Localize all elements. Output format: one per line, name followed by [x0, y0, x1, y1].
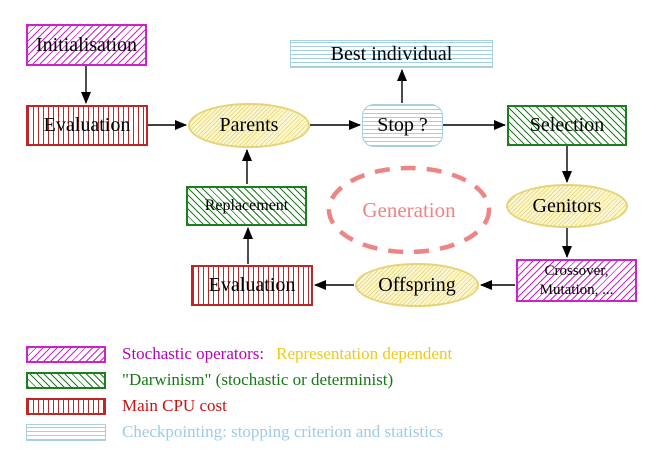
legend-label-cpu-cost: Main CPU cost [122, 396, 227, 415]
generation-dashed-ellipse [326, 165, 492, 255]
green-hatch-swatch-icon [26, 372, 106, 389]
legend-label-stochastic: Stochastic operators: [122, 344, 265, 363]
crossover-line1: Crossover, [544, 262, 609, 279]
evaluation-top-node: Evaluation [26, 105, 148, 146]
genitors-node: Genitors [506, 184, 628, 228]
magenta-hatch-swatch-icon [26, 346, 106, 363]
best-individual-node: Best individual [290, 40, 493, 68]
evaluation-bottom-node: Evaluation [191, 265, 313, 306]
legend-label-darwinism: "Darwinism" (stochastic or determinist) [122, 370, 394, 389]
legend-label-checkpointing: Checkpointing: stopping criterion and st… [122, 422, 444, 441]
legend-text: Stochastic operators: Representation depe… [122, 344, 662, 364]
cyan-stripes-swatch-icon [26, 424, 106, 441]
red-stripes-swatch-icon [26, 398, 106, 415]
initialisation-node: Initialisation [26, 24, 147, 66]
parents-node: Parents [188, 103, 310, 148]
legend-text: "Darwinism" (stochastic or determinist) [122, 370, 662, 390]
crossover-mutation-node: Crossover, Mutation, ... [516, 259, 637, 302]
legend-text: Checkpointing: stopping criterion and st… [122, 422, 662, 442]
replacement-node: Replacement [186, 186, 307, 226]
crossover-line2: Mutation, ... [539, 281, 614, 298]
stop-node: Stop ? [362, 104, 443, 147]
selection-node: Selection [507, 105, 627, 146]
generation-label: Generation [362, 197, 456, 222]
legend-label-representation: Representation dependent [276, 344, 453, 363]
offspring-node: Offspring [355, 263, 479, 307]
legend-text: Main CPU cost [122, 396, 662, 416]
